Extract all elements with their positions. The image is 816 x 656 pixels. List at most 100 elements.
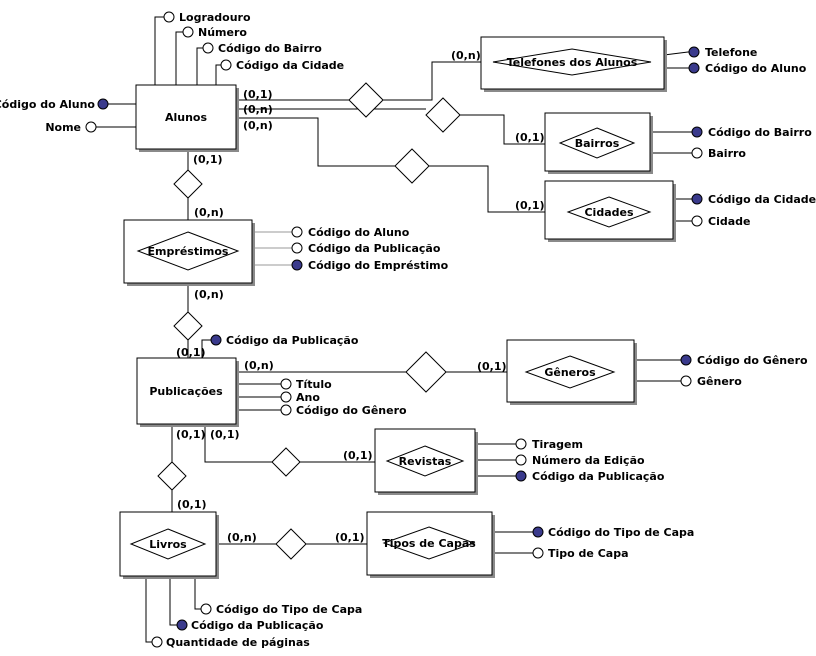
card-livro-capa: (0,n): [227, 531, 257, 544]
entity-generos-label: Gêneros: [544, 366, 596, 379]
entity-revistas[interactable]: Revistas: [374, 428, 478, 495]
attr-gen-cod-label: Código do Gênero: [697, 354, 808, 367]
card-pub-top: (0,1): [176, 346, 206, 359]
entity-tipos-capas-label: Tipos de Capas: [382, 537, 476, 550]
entity-revistas-label: Revistas: [399, 455, 452, 468]
entity-publicacoes[interactable]: Publicações: [136, 357, 239, 427]
entity-cidades[interactable]: Cidades: [544, 180, 676, 242]
entity-telefones[interactable]: Telefones dos Alunos: [480, 36, 667, 92]
attr-emp-cod-emp-key-icon: [291, 259, 303, 271]
attr-logradouro-icon: [163, 11, 175, 23]
attr-cod-bairro-icon: [202, 42, 214, 54]
attr-cidade-icon: [691, 215, 703, 227]
card-alunos-cidade: (0,n): [243, 119, 273, 132]
card-revista: (0,1): [343, 449, 373, 462]
attribute-lines: [96, 16, 696, 643]
attr-liv-cod-pub-key-icon: [176, 619, 188, 631]
card-capa: (0,1): [335, 531, 365, 544]
diamond-alunos-telefones: [348, 82, 384, 118]
attr-cod-aluno-key-icon: [97, 98, 109, 110]
attr-qtd-paginas-icon: [151, 636, 163, 648]
entity-emprestimos-label: Empréstimos: [148, 245, 229, 258]
attr-cod-aluno-label: Código do Aluno: [0, 98, 95, 111]
attr-num-edicao-icon: [515, 454, 527, 466]
attr-nome-icon: [85, 121, 97, 133]
attr-logradouro-label: Logradouro: [179, 11, 251, 24]
diamond-livros-capas: [275, 528, 307, 560]
card-pub-revista: (0,1): [210, 428, 240, 441]
attr-liv-cod-tipo-capa-icon: [200, 603, 212, 615]
card-emp-top: (0,n): [194, 206, 224, 219]
attr-tel-cod-aluno-label: Código do Aluno: [705, 62, 807, 75]
attr-numero-icon: [182, 26, 194, 38]
entity-emprestimos[interactable]: Empréstimos: [123, 219, 255, 286]
entity-bairros[interactable]: Bairros: [544, 112, 653, 174]
attr-tiragem-label: Tiragem: [532, 438, 583, 451]
entity-tipos-capas[interactable]: Tipos de Capas: [366, 511, 495, 578]
entity-alunos[interactable]: Alunos: [135, 84, 239, 152]
attr-bairro-label: Bairro: [708, 147, 746, 160]
attr-bairro-cod-key-icon: [691, 126, 703, 138]
diamond-publicacoes-revistas: [271, 447, 301, 477]
attr-emp-cod-pub-label: Código da Publicação: [308, 242, 441, 255]
attr-cidade-cod-label: Código da Cidade: [708, 193, 816, 206]
attr-emp-cod-emp-label: Código do Empréstimo: [308, 259, 449, 272]
entity-generos[interactable]: Gêneros: [506, 339, 637, 405]
card-pub-genero: (0,n): [244, 359, 274, 372]
attr-genero-icon: [680, 375, 692, 387]
attr-rev-cod-pub-label: Código da Publicação: [532, 470, 665, 483]
entity-livros[interactable]: Livros: [119, 511, 219, 579]
card-alunos-bairro: (0,n): [243, 103, 273, 116]
card-cidade: (0,1): [515, 199, 545, 212]
entity-telefones-label: Telefones dos Alunos: [507, 56, 638, 69]
card-livro-top: (0,1): [177, 498, 207, 511]
diamond-publicacoes-generos: [405, 351, 447, 393]
attr-bairro-cod-label: Código do Bairro: [708, 126, 812, 139]
attr-pub-cod-key-icon: [210, 334, 222, 346]
attr-tipo-capa-label: Tipo de Capa: [548, 547, 629, 560]
diamond-alunos-cidades: [394, 148, 430, 184]
diamond-emprestimos-publicacoes: [173, 311, 203, 341]
attr-pub-cod-genero-icon: [280, 404, 292, 416]
diamond-publicacoes-livros: [157, 461, 187, 491]
attr-titulo-label: Título: [296, 378, 332, 391]
attr-emp-cod-pub-icon: [291, 242, 303, 254]
attr-liv-cod-tipo-capa-label: Código do Tipo de Capa: [216, 603, 362, 616]
attr-bairro-icon: [691, 147, 703, 159]
attr-qtd-paginas-label: Quantidade de páginas: [166, 636, 310, 649]
card-genero: (0,1): [477, 360, 507, 373]
attr-num-edicao-label: Número da Edição: [532, 454, 645, 467]
attr-ano-icon: [280, 391, 292, 403]
attr-cod-cidade-label: Código da Cidade: [236, 59, 344, 72]
attr-pub-cod-label: Código da Publicação: [226, 334, 359, 347]
attr-titulo-icon: [280, 378, 292, 390]
attr-nome-label: Nome: [45, 121, 81, 134]
relationship-diamonds: [157, 82, 461, 560]
attr-tiragem-icon: [515, 438, 527, 450]
relationship-lines: [171, 61, 545, 545]
attributes: Logradouro Número Código do Bairro Códig…: [0, 11, 816, 649]
attr-emp-cod-aluno-icon: [291, 226, 303, 238]
card-emp-bottom: (0,n): [194, 288, 224, 301]
card-alunos-tel: (0,1): [243, 88, 273, 101]
entity-bairros-label: Bairros: [575, 137, 620, 150]
card-bairro: (0,1): [515, 131, 545, 144]
attr-cidade-label: Cidade: [708, 215, 750, 228]
attr-emp-cod-aluno-label: Código do Aluno: [308, 226, 410, 239]
entity-publicacoes-label: Publicações: [149, 385, 223, 398]
card-pub-livro: (0,1): [176, 428, 206, 441]
card-tel: (0,n): [451, 49, 481, 62]
attr-liv-cod-pub-label: Código da Publicação: [191, 619, 324, 632]
attr-cod-cidade-icon: [220, 59, 232, 71]
attr-cod-bairro-label: Código do Bairro: [218, 42, 322, 55]
entity-alunos-label: Alunos: [165, 111, 208, 124]
diamond-alunos-bairros: [425, 97, 461, 133]
attr-ano-label: Ano: [296, 391, 320, 404]
attr-numero-label: Número: [198, 26, 247, 39]
diamond-alunos-emprestimos: [173, 169, 203, 199]
attr-cidade-cod-key-icon: [691, 193, 703, 205]
attr-telefone-key-icon: [688, 46, 700, 58]
attr-pub-cod-genero-label: Código do Gênero: [296, 404, 407, 417]
attr-tc-cod-label: Código do Tipo de Capa: [548, 526, 694, 539]
